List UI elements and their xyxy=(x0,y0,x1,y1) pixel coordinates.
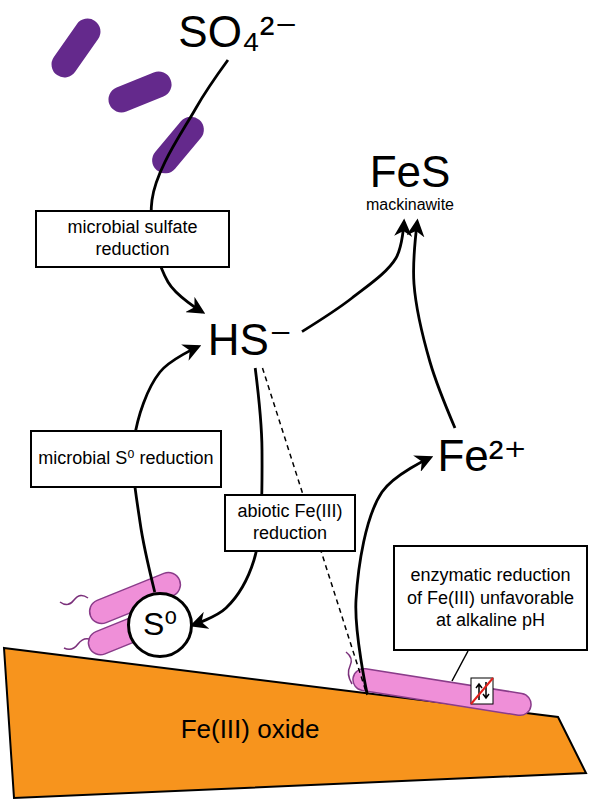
chemical-species: HS⁻ xyxy=(198,312,302,368)
icon-frame xyxy=(471,678,493,704)
chemical-species: SO₄²⁻ xyxy=(166,4,310,60)
chemical-species: Fe²⁺ xyxy=(430,428,534,484)
sulfate-reducer xyxy=(105,68,176,117)
mineral-product: FeSmackinawite xyxy=(350,140,470,222)
blocked-enzyme-icon xyxy=(471,678,493,704)
callout-box: enzymatic reduction of Fe(III) unfavorab… xyxy=(393,545,588,651)
edge-label: abiotic Fe(III) reduction xyxy=(224,494,356,552)
reaction-arrow xyxy=(151,60,228,312)
bacterium-rod xyxy=(147,111,209,178)
oxide-surface xyxy=(4,648,586,798)
flagellum xyxy=(60,595,88,604)
node-text: Fe(III) oxide xyxy=(140,715,360,744)
leader-line xyxy=(452,651,468,681)
bacterium-rod xyxy=(46,14,105,83)
node-text: FeS xyxy=(370,148,451,196)
node-text: SO₄²⁻ xyxy=(178,8,297,56)
reaction-arrow xyxy=(414,222,455,428)
flagellum xyxy=(346,652,352,684)
node-subtext: mackinawite xyxy=(366,196,454,214)
sulfate-reducer xyxy=(147,111,209,178)
icon-cross xyxy=(471,678,493,704)
reaction-arrow xyxy=(302,222,404,332)
mineral-surface: Fe(III) oxide xyxy=(0,645,592,801)
bacterium-rod xyxy=(105,68,176,117)
node-text: HS⁻ xyxy=(208,316,292,364)
node-text: Fe²⁺ xyxy=(437,432,526,480)
sulfur-particle: S⁰ xyxy=(127,592,193,658)
edge-label: microbial sulfate reduction xyxy=(35,210,230,268)
edge-label: microbial S⁰ reduction xyxy=(30,430,222,488)
node-text: S⁰ xyxy=(143,607,177,642)
sulfate-reducer xyxy=(46,14,105,83)
node-text: enzymatic reduction of Fe(III) unfavorab… xyxy=(395,564,586,632)
